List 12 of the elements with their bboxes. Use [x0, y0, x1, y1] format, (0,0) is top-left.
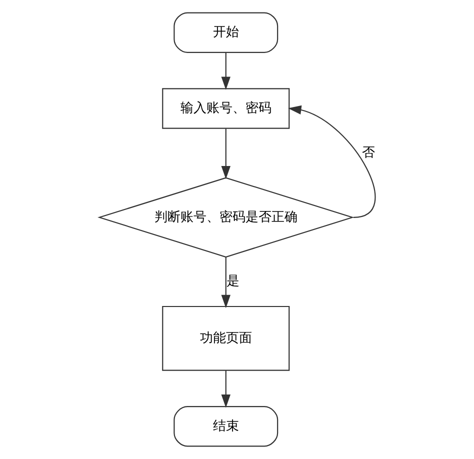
- node-box: 结束: [173, 406, 278, 447]
- arrow: [220, 257, 230, 308]
- edge-label: 否: [361, 145, 374, 160]
- arrow: [220, 128, 230, 180]
- node-box: 输入账号、密码: [162, 88, 290, 129]
- node-box: 开始: [173, 12, 278, 53]
- arrow: [288, 105, 375, 218]
- arrow: [220, 370, 230, 408]
- node-box: 功能页面: [162, 306, 290, 371]
- arrow: [220, 52, 230, 90]
- edge-label: 是: [226, 274, 240, 290]
- node-diamond: 判断账号、密码是否正确: [97, 177, 354, 258]
